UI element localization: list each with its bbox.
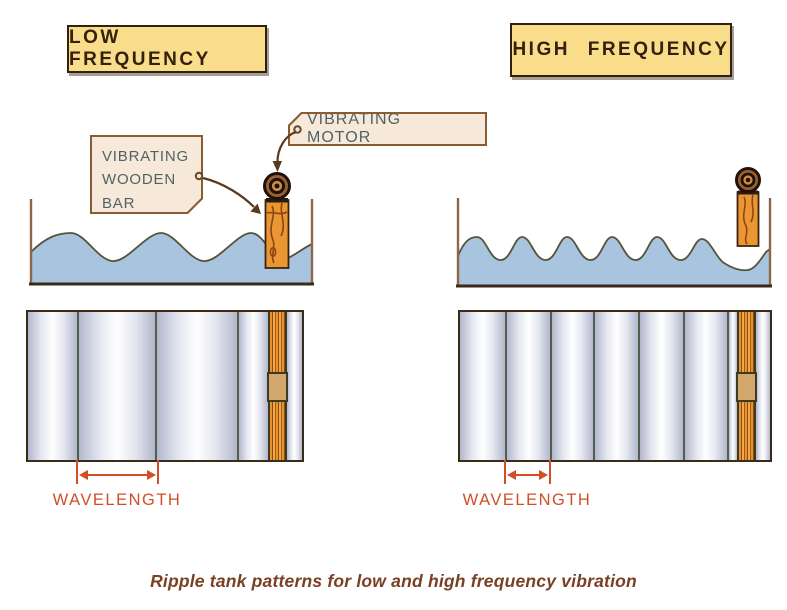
left-wooden-bar-side-view (264, 198, 290, 269)
vibrating-motor-label: VIBRATING MOTOR (307, 111, 402, 146)
figure-caption: Ripple tank patterns for low and high fr… (150, 571, 637, 591)
wavelength-double-arrow-high (507, 470, 548, 480)
wavefront-band (237, 312, 268, 460)
wavefront-band (155, 312, 237, 460)
bar-clamp-block (736, 372, 757, 402)
wavelength-span-high (504, 460, 551, 484)
vibrating-motor-tag-face: VIBRATING MOTOR (290, 114, 485, 144)
wavelength-double-arrow-low (79, 470, 156, 480)
left-vibrating-motor-icon (263, 172, 291, 200)
wavefront-band (77, 312, 155, 460)
bar-pointer-arrow (202, 176, 261, 214)
vibrating-wooden-bar-tag-face: VIBRATING WOODEN BAR (92, 137, 201, 212)
vibrating-wooden-bar-tag: VIBRATING WOODEN BAR (90, 135, 203, 214)
wavelength-label-low: WAVELENGTH (52, 491, 182, 509)
wavefront-band (28, 312, 77, 460)
high-frequency-title-box: HIGH FREQUENCY (510, 23, 732, 77)
right-wooden-bar-side-view (736, 190, 760, 247)
wavefront-band (460, 312, 505, 460)
wooden-bar-label-line2: WOODEN (102, 171, 176, 189)
right-water-surface-outline (457, 236, 771, 272)
left-water-surface-outline (30, 232, 313, 262)
wavelength-span-low (76, 460, 159, 484)
right-vibrating-motor-icon (735, 167, 761, 193)
wavefront-band (683, 312, 727, 460)
low-frequency-label: LOW FREQUENCY (69, 27, 211, 70)
wavefront-band (756, 312, 770, 460)
wooden-bar-top-view (736, 312, 757, 460)
wavefront-band (593, 312, 638, 460)
wavefront-band (287, 312, 302, 460)
high-frequency-ripple-pattern (458, 310, 772, 462)
wooden-bar-top-view (267, 312, 288, 460)
right-tank-group (456, 167, 772, 288)
high-frequency-label: HIGH FREQUENCY (512, 39, 730, 60)
right-tank-water (458, 237, 770, 285)
right-tank-walls (456, 198, 772, 286)
wavelength-label-high: WAVELENGTH (462, 491, 592, 509)
wavefront-band (505, 312, 550, 460)
wavefront-band (727, 312, 737, 460)
vibrating-motor-tag: VIBRATING MOTOR (288, 112, 487, 146)
wooden-bar-label-line3: BAR (102, 194, 136, 212)
left-tank-water (31, 233, 312, 283)
wooden-bar-label-line1: VIBRATING (102, 148, 189, 165)
wavefront-band (550, 312, 593, 460)
low-frequency-title-box: LOW FREQUENCY (67, 25, 267, 73)
wavefront-band (638, 312, 683, 460)
bar-clamp-block (267, 372, 288, 402)
low-frequency-ripple-pattern (26, 310, 304, 462)
